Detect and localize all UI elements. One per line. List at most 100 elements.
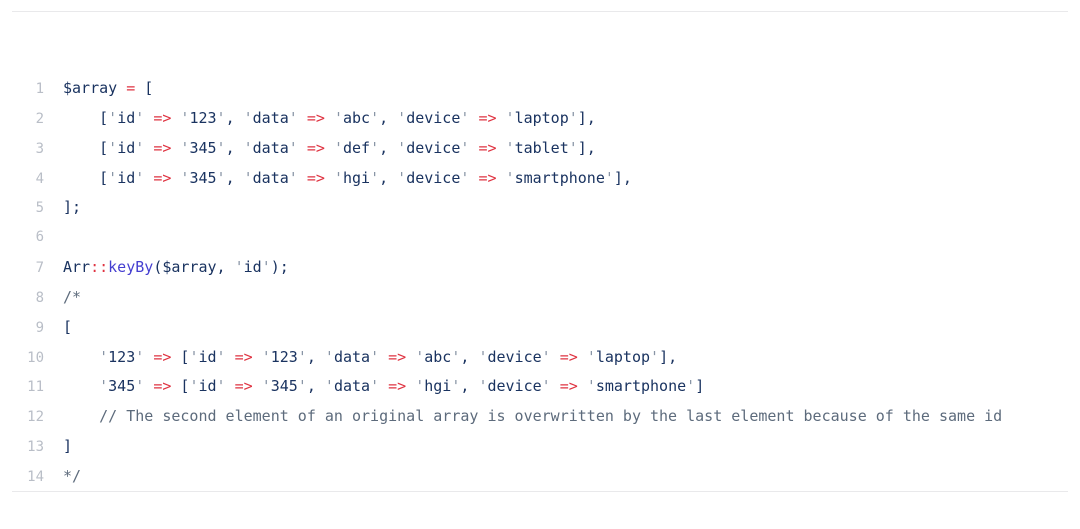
code-line: 2 ['id' => '123', 'data' => 'abc', 'devi… bbox=[12, 104, 1068, 134]
code-token bbox=[497, 169, 506, 187]
code-token bbox=[226, 348, 235, 366]
quote-token: ' bbox=[108, 168, 118, 187]
quote-token: ' bbox=[451, 347, 461, 366]
code-line: 10 '123' => ['id' => '123', 'data' => 'a… bbox=[12, 343, 1068, 373]
code-text: ['id' => '345', 'data' => 'hgi', 'device… bbox=[44, 164, 632, 194]
comment-token: // The second element of an original arr… bbox=[63, 407, 1003, 426]
code-token: laptop bbox=[595, 347, 651, 366]
quote-token: ' bbox=[586, 347, 596, 366]
code-token: def bbox=[342, 138, 371, 157]
quote-token: ' bbox=[261, 377, 271, 396]
code-text: /* bbox=[44, 283, 81, 313]
operator-token: => bbox=[306, 168, 325, 187]
code-token: , bbox=[225, 108, 244, 127]
code-token bbox=[578, 348, 587, 366]
code-line: 6 bbox=[12, 223, 1068, 253]
code-token: 345 bbox=[108, 377, 136, 396]
code-token: , bbox=[460, 377, 479, 396]
line-number: 7 bbox=[35, 260, 44, 277]
code-token: [ bbox=[63, 138, 109, 157]
code-token: data bbox=[333, 347, 371, 366]
quote-token: ' bbox=[216, 377, 226, 396]
quote-token: ' bbox=[370, 347, 380, 366]
code-token: 345 bbox=[189, 168, 217, 187]
code-token: id bbox=[198, 347, 217, 366]
quote-token: ' bbox=[297, 377, 307, 396]
quote-token: ' bbox=[333, 108, 343, 127]
code-token: 123 bbox=[189, 108, 217, 127]
quote-token: ' bbox=[216, 168, 226, 187]
code-token: device bbox=[487, 347, 542, 366]
operator-token: => bbox=[153, 108, 172, 127]
quote-token: ' bbox=[288, 138, 298, 157]
code-token: [ bbox=[171, 347, 190, 366]
code-token: 345 bbox=[270, 377, 298, 396]
quote-token: ' bbox=[370, 377, 380, 396]
code-token bbox=[406, 377, 415, 395]
operator-token: :: bbox=[90, 258, 109, 277]
code-token: [ bbox=[63, 168, 109, 187]
quote-token: ' bbox=[460, 108, 470, 127]
quote-token: ' bbox=[99, 347, 109, 366]
code-token: ($array, bbox=[153, 258, 235, 277]
quote-token: ' bbox=[99, 377, 109, 396]
quote-token: ' bbox=[460, 138, 470, 157]
operator-token: => bbox=[306, 138, 325, 157]
line-number: 8 bbox=[35, 289, 44, 306]
code-text: */ bbox=[44, 462, 82, 491]
code-token bbox=[144, 139, 153, 157]
code-token: smartphone bbox=[595, 377, 687, 396]
quote-token: ' bbox=[324, 377, 334, 396]
code-line: 1$array = [ bbox=[12, 74, 1068, 104]
quote-token: ' bbox=[451, 377, 461, 396]
quote-token: ' bbox=[541, 347, 551, 366]
quote-token: ' bbox=[333, 168, 343, 187]
code-token: id bbox=[198, 377, 217, 396]
line-number: 5 bbox=[35, 200, 44, 217]
code-token: , bbox=[225, 168, 244, 187]
quote-token: ' bbox=[243, 168, 253, 187]
code-token: data bbox=[252, 108, 289, 127]
code-token bbox=[298, 109, 307, 127]
quote-token: ' bbox=[397, 168, 407, 187]
quote-token: ' bbox=[586, 377, 596, 396]
code-line: 5]; bbox=[12, 193, 1068, 223]
code-line: 4 ['id' => '345', 'data' => 'hgi', 'devi… bbox=[12, 164, 1068, 194]
code-token: id bbox=[117, 138, 136, 157]
quote-token: ' bbox=[478, 347, 488, 366]
quote-token: ' bbox=[288, 168, 298, 187]
quote-token: ' bbox=[505, 108, 515, 127]
quote-token: ' bbox=[189, 377, 199, 396]
operator-token: => bbox=[478, 168, 497, 187]
code-token: id bbox=[243, 258, 262, 277]
quote-token: ' bbox=[180, 138, 190, 157]
code-text: ]; bbox=[44, 193, 81, 223]
code-token: hgi bbox=[342, 168, 371, 187]
code-block: 1$array = [2 ['id' => '123', 'data' => '… bbox=[12, 11, 1068, 492]
quote-token: ' bbox=[216, 138, 226, 157]
quote-token: ' bbox=[370, 108, 380, 127]
comment-token: */ bbox=[63, 466, 82, 485]
quote-token: ' bbox=[604, 168, 614, 187]
code-token: data bbox=[252, 168, 289, 187]
code-token bbox=[63, 377, 99, 395]
operator-token: => bbox=[234, 347, 253, 366]
code-line: 8/* bbox=[12, 283, 1068, 313]
quote-token: ' bbox=[243, 108, 253, 127]
code-text: ] bbox=[44, 432, 72, 462]
code-token bbox=[144, 169, 153, 187]
quote-token: ' bbox=[189, 347, 199, 366]
code-token: ] bbox=[695, 377, 705, 396]
code-token: , bbox=[379, 168, 398, 187]
code-text: ['id' => '123', 'data' => 'abc', 'device… bbox=[44, 104, 596, 134]
quote-token: ' bbox=[333, 138, 343, 157]
line-number: 13 bbox=[27, 439, 44, 456]
quote-token: ' bbox=[297, 347, 307, 366]
code-token: , bbox=[379, 108, 398, 127]
code-token: tablet bbox=[514, 138, 569, 157]
code-token bbox=[253, 348, 262, 366]
quote-token: ' bbox=[180, 108, 190, 127]
code-token: , bbox=[460, 347, 479, 366]
code-token: [ bbox=[171, 377, 190, 396]
